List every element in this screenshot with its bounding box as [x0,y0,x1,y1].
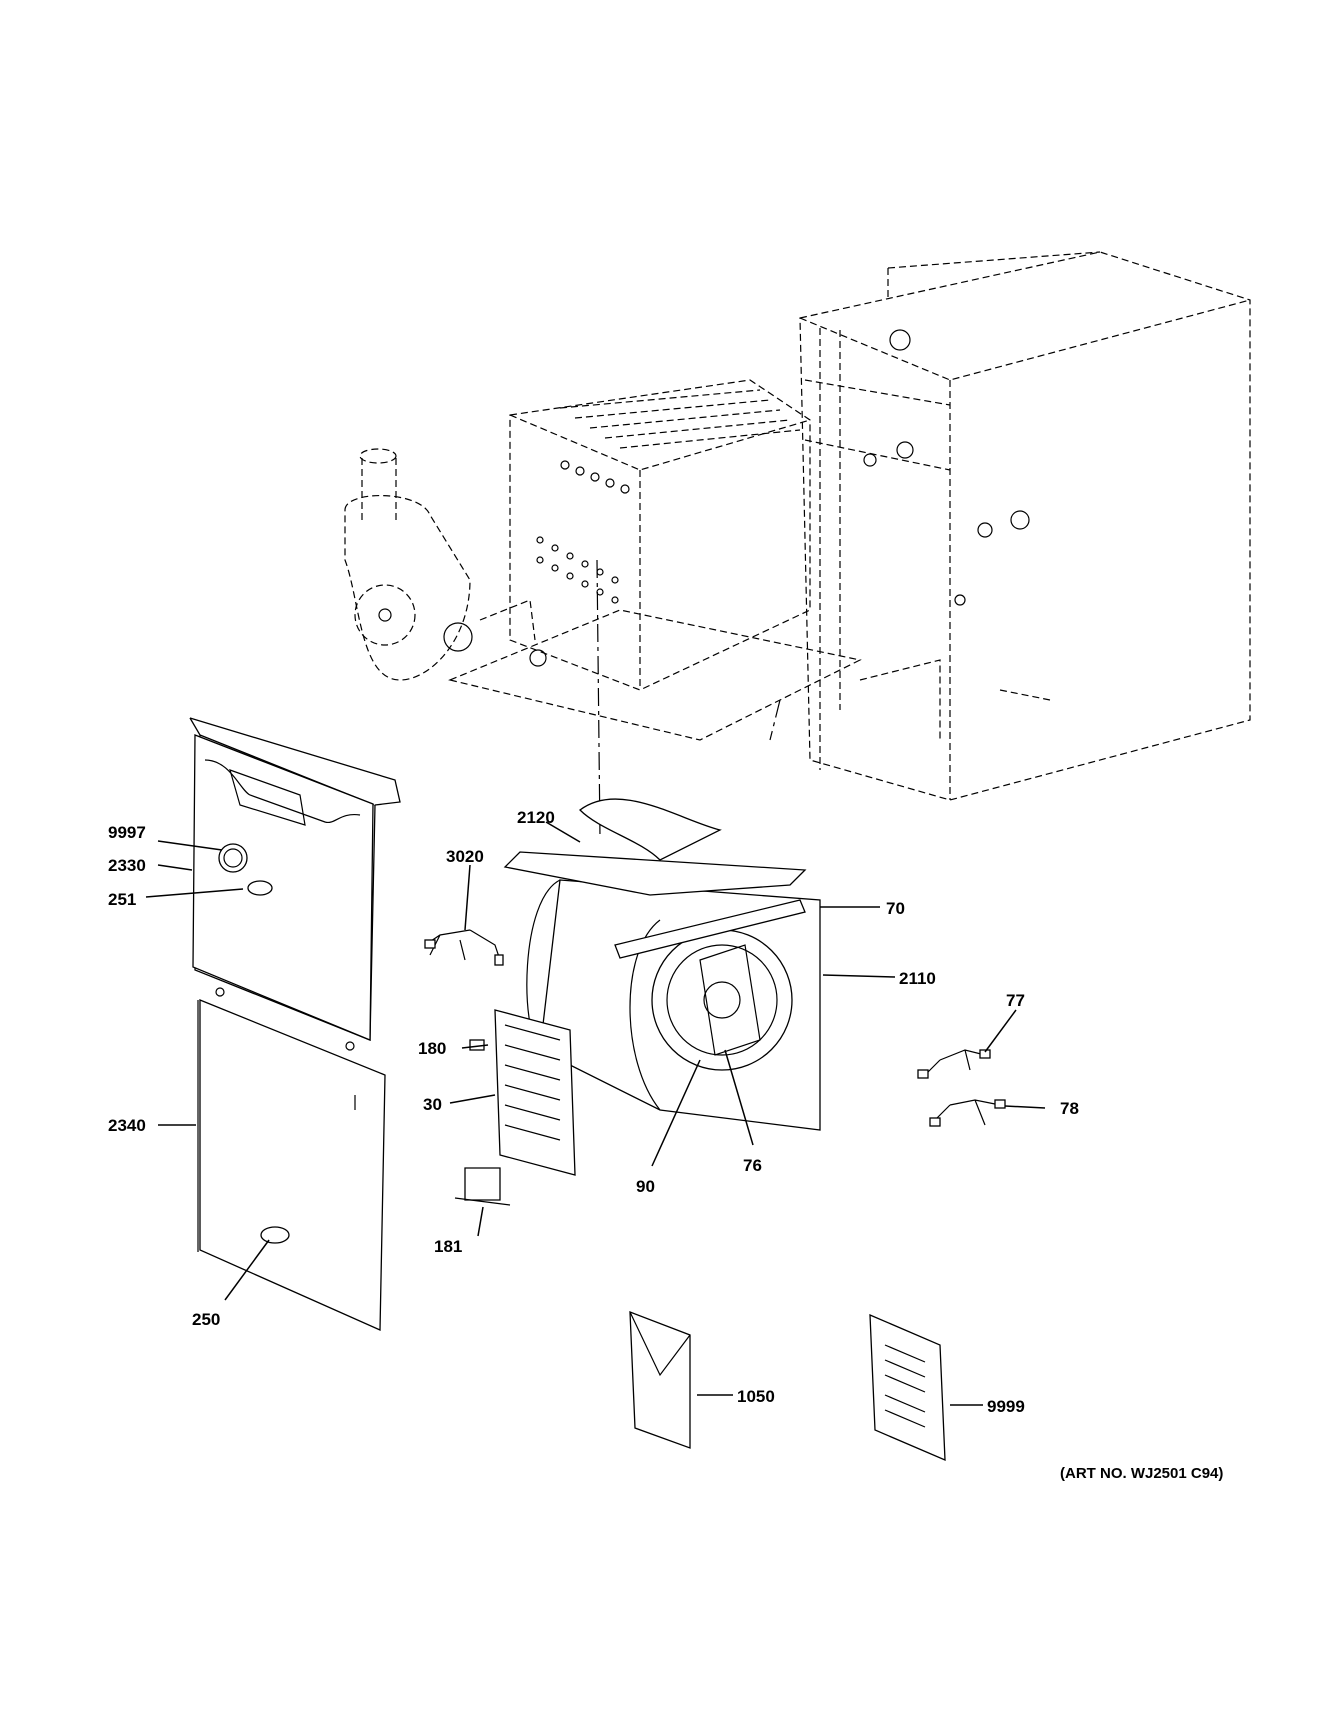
callout-78: 78 [1060,1099,1079,1118]
callout-3020: 3020 [446,847,484,866]
callout-2120: 2120 [517,808,555,827]
callout-2110: 2110 [899,969,936,988]
callout-9999: 9999 [987,1397,1025,1416]
callout-70: 70 [886,899,905,918]
callout-2330: 2330 [108,856,146,875]
transformer [454,1167,511,1206]
harness-78 [929,1099,1006,1127]
blower-assembly [503,798,821,1131]
harness-3020 [424,929,504,966]
art-number: (ART NO. WJ2501 C94) [1060,1465,1223,1482]
manual-9999 [869,1313,946,1462]
heat-exchanger [448,379,862,741]
callout-90: 90 [636,1177,655,1196]
upper-door-panel [189,717,401,1051]
envelope-1050 [629,1311,691,1449]
callout-1050: 1050 [737,1387,775,1406]
control-board [469,1009,576,1176]
callout-9997: 9997 [108,823,146,842]
callout-181: 181 [434,1237,462,1256]
lower-door-panel [197,999,386,1331]
alignment-lines [596,559,781,839]
inducer-assembly [344,448,547,681]
callout-labels: 9997 2330 251 2340 250 3020 2120 70 2110… [108,808,1223,1482]
callout-77: 77 [1006,991,1025,1010]
callout-76: 76 [743,1156,762,1175]
callout-250: 250 [192,1310,220,1329]
harness-77 [917,1049,991,1079]
callout-2340: 2340 [108,1116,146,1135]
leader-lines [145,821,1046,1406]
callout-180: 180 [418,1039,446,1058]
callout-251: 251 [108,890,136,909]
callout-30: 30 [423,1095,442,1114]
furnace-cabinet [799,251,1251,801]
